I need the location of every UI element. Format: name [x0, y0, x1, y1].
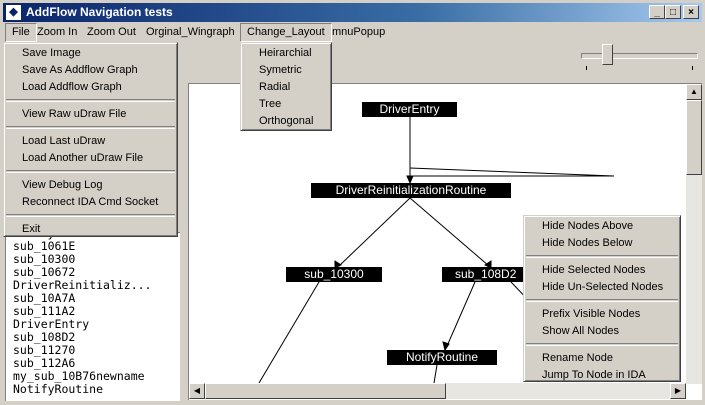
- list-item[interactable]: sub_11270: [13, 343, 76, 357]
- node-context-menu: Hide Nodes Above Hide Nodes Below Hide S…: [523, 215, 681, 382]
- menu-layout-orthogonal[interactable]: Orthogonal: [259, 115, 314, 127]
- minimize-icon[interactable]: _: [649, 5, 665, 19]
- menu-separator: [6, 170, 175, 173]
- menu-popup[interactable]: mnuPopup: [332, 26, 386, 38]
- menu-hide-above[interactable]: Hide Nodes Above: [542, 220, 634, 232]
- vertical-scroll-thumb[interactable]: [686, 100, 702, 175]
- menu-load-another[interactable]: Load Another uDraw File: [22, 152, 144, 164]
- maximize-icon[interactable]: □: [665, 5, 681, 19]
- list-item[interactable]: my_sub_10B76newname: [13, 369, 145, 383]
- scroll-up-icon[interactable]: ▲: [686, 84, 702, 100]
- menu-layout-hierarchical[interactable]: Heirarchial: [259, 47, 312, 59]
- scroll-right-icon[interactable]: ▶: [670, 383, 686, 399]
- menu-hide-unselected[interactable]: Hide Un-Selected Nodes: [542, 281, 664, 293]
- menu-save-addflow[interactable]: Save As Addflow Graph: [22, 64, 138, 76]
- menu-separator: [526, 343, 678, 346]
- list-item[interactable]: sub_112A6: [13, 356, 76, 370]
- menu-separator: [526, 299, 678, 302]
- title-bar: ◆ AddFlow Navigation tests _ □ ×: [3, 3, 702, 22]
- list-item[interactable]: DriverEntry: [13, 317, 90, 331]
- menu-bar: File Zoom In Zoom Out Orginal_Wingraph C…: [3, 23, 702, 42]
- function-list[interactable]: NotifyRoutine sub_1061E sub_10300 sub_10…: [5, 232, 180, 401]
- menu-show-all[interactable]: Show All Nodes: [542, 325, 620, 337]
- menu-zoom-in[interactable]: Zoom In: [37, 26, 78, 38]
- list-item[interactable]: sub_1061E: [13, 239, 76, 253]
- list-item[interactable]: sub_10300: [13, 252, 76, 266]
- list-item[interactable]: NotifyRoutine: [13, 382, 104, 396]
- layout-menu: Heirarchial Symetric Radial Tree Orthogo…: [240, 42, 332, 131]
- menu-layout-radial[interactable]: Radial: [259, 81, 291, 93]
- node-sub-108d2[interactable]: sub_108D2: [442, 267, 532, 282]
- menu-zoom-out[interactable]: Zoom Out: [87, 26, 136, 38]
- menu-save-image[interactable]: Save Image: [22, 47, 81, 59]
- list-item[interactable]: sub_10672: [13, 265, 76, 279]
- menu-separator: [526, 255, 678, 258]
- menu-separator: [6, 126, 175, 129]
- horizontal-scrollbar[interactable]: ◀ ▶: [189, 383, 686, 399]
- node-driver-reinit[interactable]: DriverReinitializationRoutine: [311, 183, 511, 198]
- node-notify-routine[interactable]: NotifyRoutine: [387, 350, 497, 365]
- list-item[interactable]: sub_111A2: [13, 304, 76, 318]
- zoom-slider-track[interactable]: [581, 53, 698, 59]
- menu-reconnect[interactable]: Reconnect IDA Cmd Socket: [22, 196, 159, 208]
- menu-rename-node[interactable]: Rename Node: [542, 352, 613, 364]
- slider-tick: [692, 66, 693, 70]
- node-sub-10300[interactable]: sub_10300: [286, 267, 382, 282]
- menu-jump-to-ida[interactable]: Jump To Node in IDA: [542, 369, 646, 381]
- list-item[interactable]: DriverReinitializ...: [13, 278, 152, 292]
- file-menu: Save Image Save As Addflow Graph Load Ad…: [3, 42, 178, 237]
- scroll-left-icon[interactable]: ◀: [189, 383, 205, 399]
- menu-file[interactable]: File: [5, 23, 37, 42]
- node-driver-entry[interactable]: DriverEntry: [362, 102, 457, 117]
- menu-separator: [6, 214, 175, 217]
- vertical-scrollbar[interactable]: ▲: [686, 84, 702, 384]
- menu-view-debug[interactable]: View Debug Log: [22, 179, 103, 191]
- menu-prefix-visible[interactable]: Prefix Visible Nodes: [542, 308, 641, 320]
- menu-layout-tree[interactable]: Tree: [259, 98, 282, 110]
- zoom-slider-thumb[interactable]: [602, 44, 613, 65]
- menu-change-layout[interactable]: Change_Layout: [240, 23, 332, 42]
- window-title: AddFlow Navigation tests: [26, 5, 173, 19]
- menu-exit[interactable]: Exit: [22, 223, 41, 235]
- menu-load-addflow[interactable]: Load Addflow Graph: [22, 81, 122, 93]
- close-icon[interactable]: ×: [683, 5, 699, 19]
- menu-original-wingraph[interactable]: Orginal_Wingraph: [146, 26, 235, 38]
- menu-separator: [6, 99, 175, 102]
- horizontal-scroll-thumb[interactable]: [205, 383, 446, 399]
- menu-hide-below[interactable]: Hide Nodes Below: [542, 237, 633, 249]
- menu-hide-selected[interactable]: Hide Selected Nodes: [542, 264, 646, 276]
- graph-edges: [258, 116, 615, 384]
- list-item[interactable]: sub_10A7A: [13, 291, 76, 305]
- list-item[interactable]: sub_108D2: [13, 330, 76, 344]
- menu-layout-symmetric[interactable]: Symetric: [259, 64, 302, 76]
- app-icon[interactable]: ◆: [6, 5, 21, 20]
- slider-tick: [586, 66, 587, 70]
- menu-load-last[interactable]: Load Last uDraw: [22, 135, 106, 147]
- menu-view-raw[interactable]: View Raw uDraw File: [22, 108, 127, 120]
